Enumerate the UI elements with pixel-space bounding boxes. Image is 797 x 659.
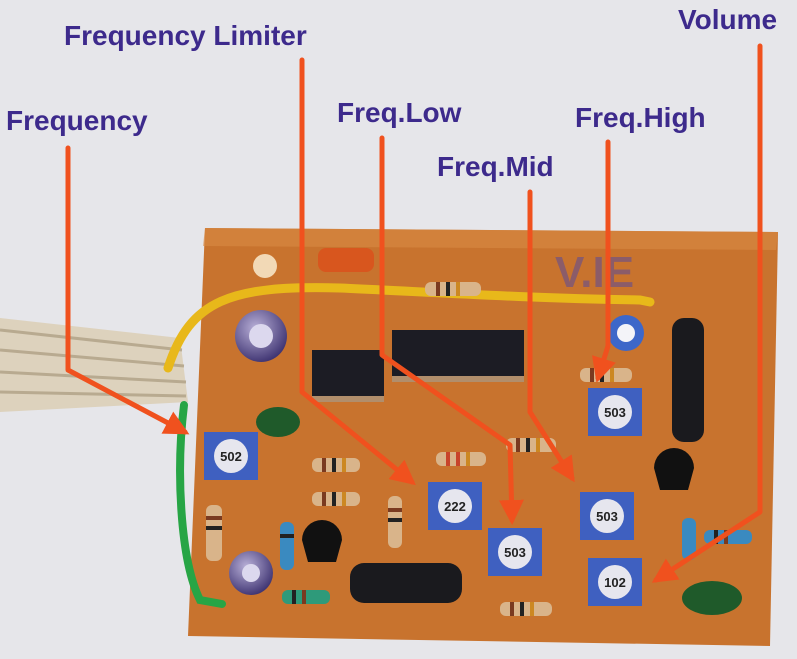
svg-text:502: 502	[220, 449, 242, 464]
trimmer-potentiometer: 102	[588, 558, 642, 606]
electrolytic-capacitor	[235, 310, 287, 362]
resistor	[682, 518, 696, 560]
frequency-limiter-label: Frequency Limiter	[64, 20, 307, 51]
resistor	[312, 458, 360, 472]
resistor	[436, 452, 486, 466]
trimmer-potentiometer: 503	[488, 528, 542, 576]
trimmer-potentiometer: 502	[204, 432, 258, 480]
ic-chip-small	[312, 350, 384, 402]
svg-text:503: 503	[604, 405, 626, 420]
resistor	[506, 438, 556, 452]
freq-low-label: Freq.Low	[337, 97, 462, 128]
board-marking: V.IE	[555, 248, 634, 297]
svg-text:503: 503	[596, 509, 618, 524]
ceramic-capacitor	[256, 407, 300, 437]
yellow-wire	[163, 283, 655, 373]
film-capacitor	[318, 248, 374, 272]
trimmer-potentiometer: 503	[588, 388, 642, 436]
resistor	[388, 496, 402, 548]
svg-text:102: 102	[604, 575, 626, 590]
resistor	[425, 282, 481, 296]
frequency-limiter-arrow	[299, 57, 416, 486]
transistor	[654, 448, 694, 490]
frequency-label: Frequency	[6, 105, 148, 136]
svg-text:222: 222	[444, 499, 466, 514]
black-inductor	[350, 563, 462, 603]
resistor	[280, 522, 294, 570]
freq-mid-label: Freq.Mid	[437, 151, 554, 182]
transistor	[302, 520, 342, 562]
freq-low-arrow	[379, 135, 524, 525]
ic-chip-large	[392, 330, 524, 382]
freq-high-arrow	[592, 139, 616, 383]
electrolytic-capacitor	[608, 315, 644, 351]
trimmer-potentiometer: 222	[428, 482, 482, 530]
fabric-cable	[0, 318, 188, 412]
freq-mid-arrow	[527, 189, 575, 483]
resistor	[206, 505, 222, 561]
resistor	[282, 590, 330, 604]
led	[253, 254, 277, 278]
black-inductor	[672, 318, 704, 442]
trimmer-potentiometer: 503	[580, 492, 634, 540]
resistor	[500, 602, 552, 616]
resistor	[580, 368, 632, 382]
freq-high-label: Freq.High	[575, 102, 706, 133]
volume-arrow	[651, 43, 763, 583]
electrolytic-capacitor	[229, 551, 273, 595]
ceramic-capacitor	[682, 581, 742, 615]
resistor	[312, 492, 360, 506]
frequency-arrow	[65, 145, 190, 435]
svg-text:503: 503	[504, 545, 526, 560]
volume-label: Volume	[678, 4, 778, 35]
